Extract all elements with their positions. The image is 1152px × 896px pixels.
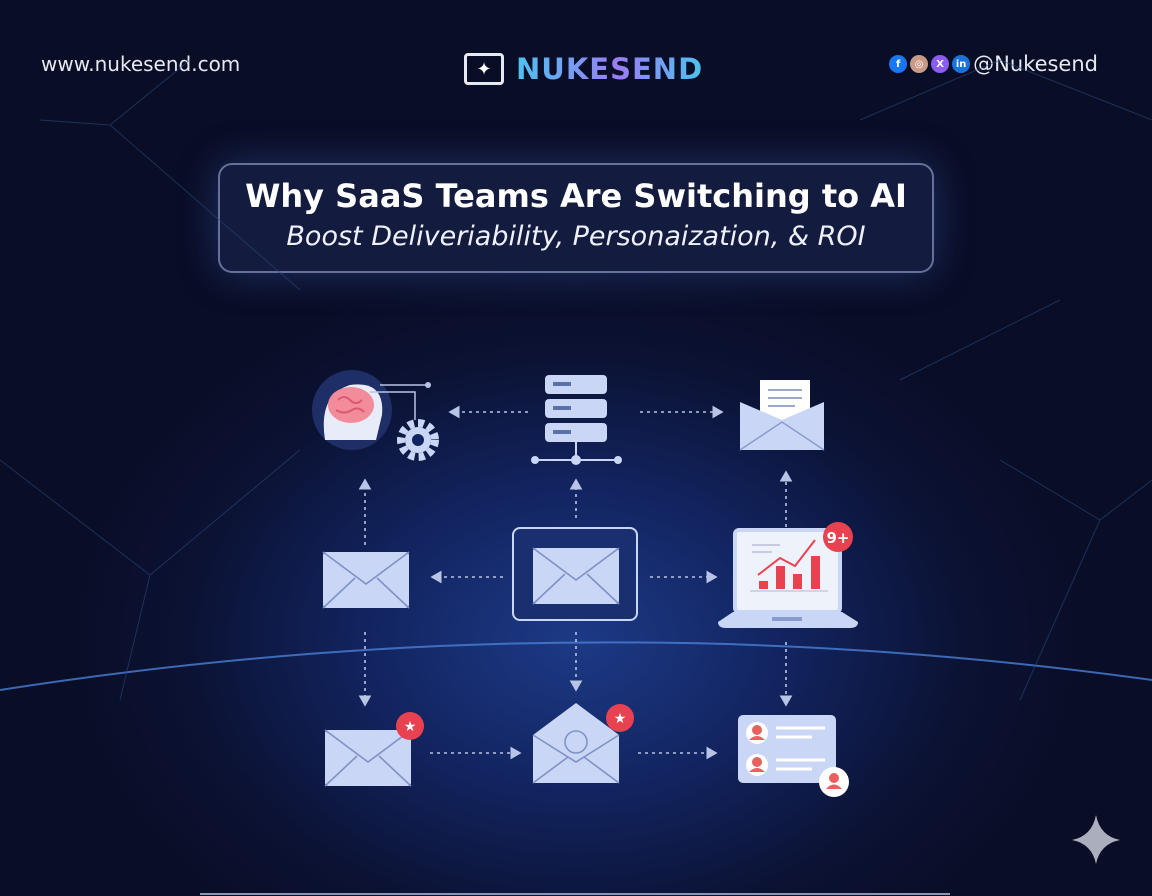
x-icon[interactable]: X bbox=[931, 55, 950, 73]
linkedin-icon[interactable]: in bbox=[952, 55, 971, 73]
brand-name: NUKESEND bbox=[516, 52, 704, 86]
svg-text:★: ★ bbox=[614, 711, 627, 727]
contact-card-icon bbox=[738, 715, 849, 797]
envelope-icon bbox=[532, 547, 620, 605]
open-envelope-icon: ★ bbox=[532, 703, 634, 784]
starred-envelope-icon: ★ bbox=[324, 712, 424, 787]
newsletter-envelope-icon bbox=[739, 380, 825, 451]
horizon-arc bbox=[0, 641, 1152, 691]
server-icon bbox=[531, 375, 622, 465]
title-card: Why SaaS Teams Are Switching to AI Boost… bbox=[218, 163, 934, 273]
social-links: f ◎ X in @Nukesend bbox=[889, 52, 1098, 76]
analytics-laptop-icon bbox=[718, 528, 858, 628]
gear-icon bbox=[397, 419, 439, 461]
page-title: Why SaaS Teams Are Switching to AI bbox=[245, 177, 907, 215]
network-lines bbox=[0, 59, 1152, 701]
notification-badge: 9+ bbox=[823, 522, 853, 552]
brand-logo: ✦ NUKESEND bbox=[464, 52, 703, 86]
envelope-icon bbox=[322, 551, 410, 609]
page-subtitle: Boost Deliveriability, Personaization, &… bbox=[286, 221, 866, 252]
svg-text:★: ★ bbox=[404, 719, 417, 735]
logo-icon: ✦ bbox=[464, 53, 504, 85]
social-handle: @Nukesend bbox=[973, 52, 1098, 76]
facebook-icon[interactable]: f bbox=[889, 55, 908, 73]
ai-brain-icon bbox=[312, 370, 431, 450]
svg-text:9+: 9+ bbox=[826, 529, 849, 547]
instagram-icon[interactable]: ◎ bbox=[910, 55, 929, 73]
website-url[interactable]: www.nukesend.com bbox=[41, 52, 241, 76]
sparkle-icon bbox=[1072, 815, 1120, 864]
dashed-arrows bbox=[358, 405, 793, 760]
